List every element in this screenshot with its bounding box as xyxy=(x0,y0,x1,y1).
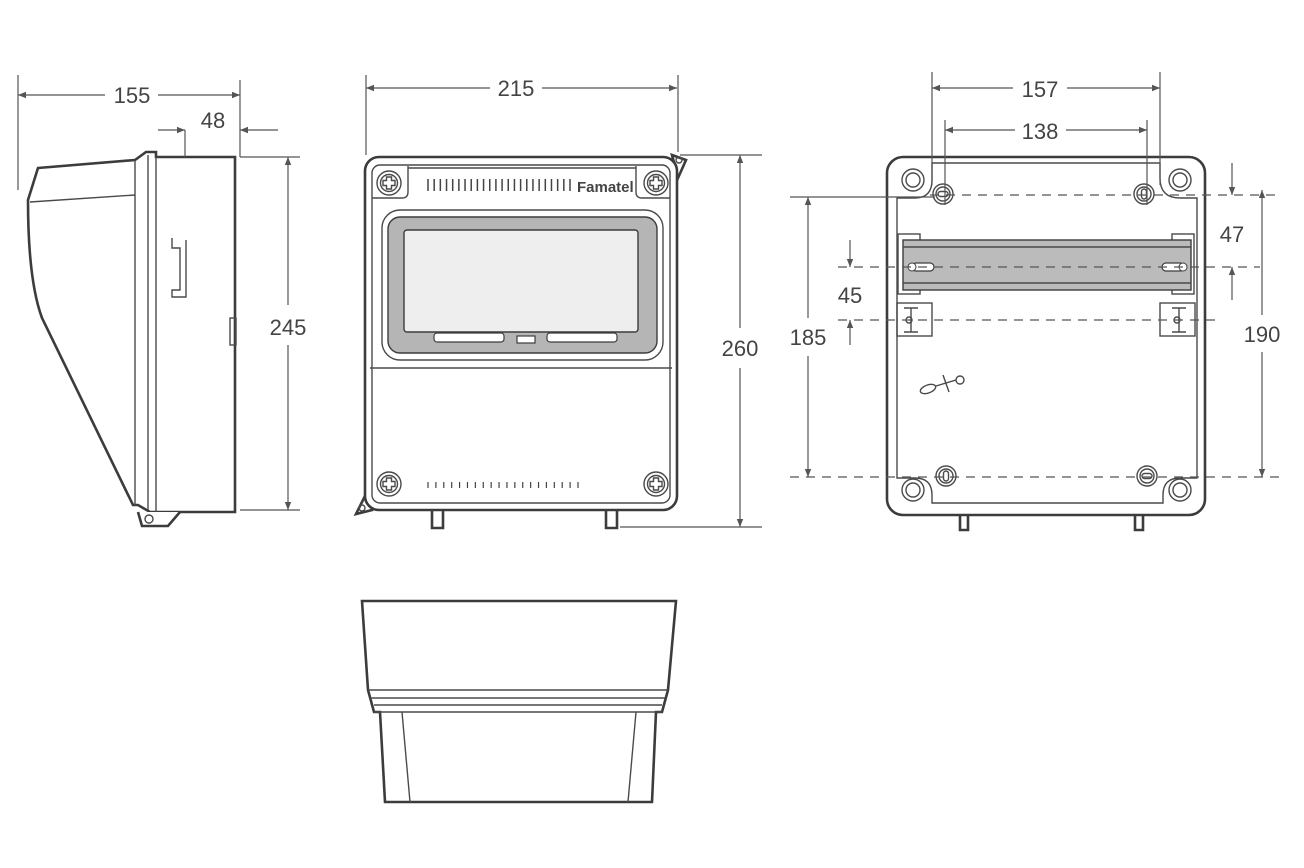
vent-ticks xyxy=(427,482,579,488)
back-view: 157 138 47 45 185 190 xyxy=(790,72,1281,532)
key-icon xyxy=(919,374,965,395)
dim-front-height: 260 xyxy=(722,336,759,361)
dim-back-width-inner: 138 xyxy=(1022,119,1059,144)
din-rail xyxy=(902,239,1192,291)
window-glass xyxy=(403,229,639,333)
brand-logo: Famatel xyxy=(577,179,634,196)
dim-back-width-outer: 157 xyxy=(1022,77,1059,102)
dim-back-rail-spacing: 45 xyxy=(838,283,862,308)
dim-back-offset-top: 47 xyxy=(1220,222,1244,247)
dim-back-height-right: 190 xyxy=(1244,322,1281,347)
dim-side-lid: 48 xyxy=(201,108,225,133)
dim-back-height-left: 185 xyxy=(790,325,827,350)
vent-ticks xyxy=(427,179,571,191)
bottom-view xyxy=(360,599,678,804)
front-view: Famatel 215 260 xyxy=(353,75,762,530)
side-view: 155 48 245 xyxy=(17,75,307,528)
dim-side-height: 245 xyxy=(270,315,307,340)
dim-side-depth: 155 xyxy=(114,83,151,108)
dim-front-width: 215 xyxy=(498,76,535,101)
